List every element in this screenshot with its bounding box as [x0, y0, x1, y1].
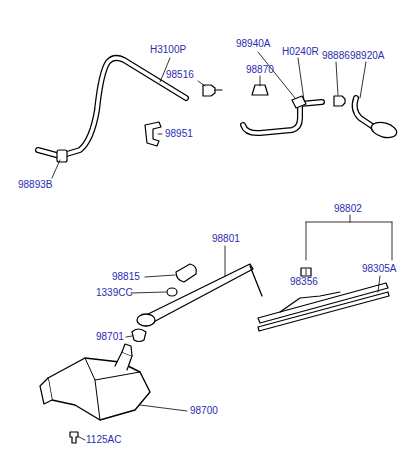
callout-number: 98870 [246, 64, 274, 76]
leader-lines [52, 52, 392, 440]
washer-hose [38, 58, 186, 156]
blade-clip [301, 268, 311, 276]
hose-connector [203, 85, 215, 96]
callout-number: 98356 [290, 276, 318, 288]
hose-clip [145, 122, 161, 146]
callout-number: 98801 [212, 233, 240, 245]
washer-nozzle [370, 120, 399, 140]
grommet [252, 85, 268, 95]
callout-number: 1125AC [86, 434, 121, 446]
callout-number: H0240R [282, 46, 319, 58]
nut [167, 288, 177, 296]
blade-rubber [258, 292, 389, 331]
rear-hose [243, 102, 322, 133]
callout-number: H3100P [150, 44, 186, 56]
callout-number: 98516 [166, 69, 194, 81]
callout-number: 1339CC [96, 287, 133, 299]
wiper-blade [258, 283, 388, 323]
arm-cap [176, 264, 196, 282]
callout-number: 98802 [334, 203, 362, 215]
callout-number: 98940A [236, 38, 270, 50]
wiper-arm [140, 264, 253, 326]
washer-hose-inner [38, 58, 186, 156]
callout-number: 98305A [362, 263, 396, 275]
callout-number: 98815 [112, 271, 140, 283]
motor-cap [132, 329, 146, 342]
callout-number: 98951 [165, 128, 193, 140]
callout-number: 98920A [350, 50, 384, 62]
callout-number: 98700 [190, 405, 218, 417]
callout-number: 98886 [322, 50, 350, 62]
wiper-motor [48, 358, 150, 420]
bolt [70, 432, 78, 443]
callout-number: 98893B [18, 179, 52, 191]
callout-number: 98701 [96, 331, 124, 343]
check-valve [334, 96, 345, 106]
hose-joint-98893b [57, 150, 67, 162]
